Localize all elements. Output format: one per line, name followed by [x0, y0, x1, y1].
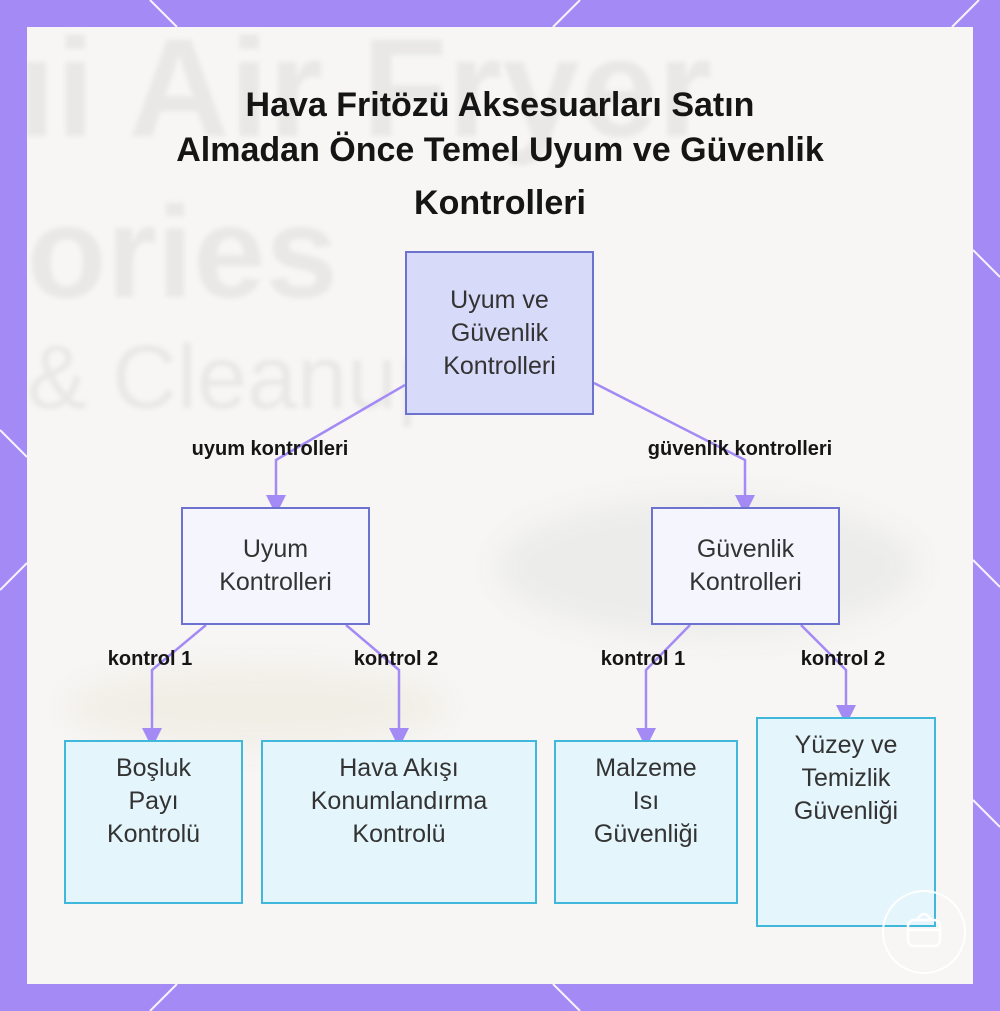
- title-line-2: Almadan Önce Temel Uyum ve Güvenlik: [176, 131, 824, 169]
- node-malzeme-label: Malzeme Isı Güvenliği: [593, 754, 699, 848]
- node-guvenlik-label: Güvenlik Kontrolleri: [689, 535, 802, 596]
- node-hava-label: Hava Akışı Konumlandırma Kontrolü: [310, 754, 488, 848]
- edge-root-guvenlik: [593, 381, 755, 515]
- diagram-title: Hava Fritözü Aksesuarları Satın Almadan …: [100, 83, 900, 226]
- edge-label-uyum-kontrol-1: kontrol 1: [107, 648, 193, 670]
- pot-logo-icon: [882, 890, 966, 974]
- title-line-1: Hava Fritözü Aksesuarları Satın: [245, 86, 755, 124]
- edge-uyum-hava: [345, 624, 409, 748]
- edge-label-guvenlik-kontrol-1: kontrol 1: [600, 648, 686, 670]
- edge-label-uyum-kontrol-2: kontrol 2: [353, 648, 439, 670]
- background-text-1: ıi Air Fryer: [27, 27, 713, 166]
- edge-label-guvenlik-kontrolleri: güvenlik kontrolleri: [647, 438, 833, 460]
- edge-guvenlik-malzeme: [636, 624, 691, 748]
- background-text-2: ories: [27, 179, 338, 325]
- edge-uyum-bosluk: [142, 624, 207, 748]
- node-yuzey-label: Yüzey ve Temizlik Güvenliği: [793, 731, 899, 825]
- node-root: Uyum ve Güvenlik Kontrolleri: [405, 251, 594, 415]
- edge-label-uyum-kontrolleri: uyum kontrolleri: [191, 438, 349, 460]
- edge-label-guvenlik-kontrol-2: kontrol 2: [800, 648, 886, 670]
- background-text-3: & Cleanup: [27, 328, 448, 428]
- edge-root-uyum: [266, 383, 406, 515]
- node-root-label: Uyum ve Güvenlik Kontrolleri: [443, 285, 556, 380]
- node-bosluk-label: Boşluk Payı Kontrolü: [106, 754, 201, 848]
- node-uyum-kontrolleri: Uyum Kontrolleri: [181, 507, 370, 625]
- node-uyum-label: Uyum Kontrolleri: [219, 535, 332, 596]
- edge-guvenlik-yuzey: [800, 624, 856, 725]
- node-yuzey-temizlik: Yüzey ve Temizlik Güvenliği: [756, 717, 936, 927]
- node-bosluk-payi: Boşluk Payı Kontrolü: [64, 740, 243, 904]
- node-guvenlik-kontrolleri: Güvenlik Kontrolleri: [651, 507, 840, 625]
- node-hava-akisi: Hava Akışı Konumlandırma Kontrolü: [261, 740, 537, 904]
- node-malzeme-isi: Malzeme Isı Güvenliği: [554, 740, 738, 904]
- title-line-3: Kontrolleri: [414, 184, 586, 222]
